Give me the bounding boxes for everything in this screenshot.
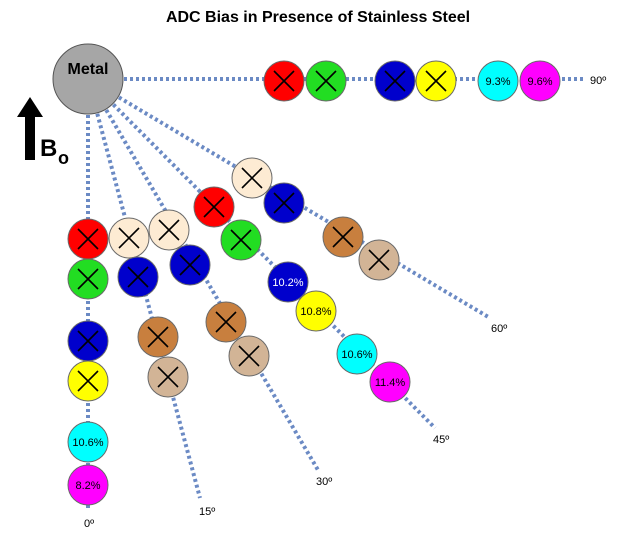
marker-90-blue — [374, 60, 416, 102]
x-mark-icon — [118, 227, 140, 249]
up-arrow-icon — [17, 97, 43, 160]
percent-label: 10.6% — [72, 437, 103, 449]
angle-label-0: 0º — [84, 518, 94, 530]
field-arrow — [17, 97, 43, 160]
percent-label: 8.2% — [75, 480, 100, 492]
metal-label: Metal — [68, 61, 109, 78]
marker-circle — [519, 60, 561, 102]
marker-circle — [477, 60, 519, 102]
angle-label-60: 60º — [491, 323, 507, 335]
marker-90-green — [305, 60, 347, 102]
marker-circle — [267, 261, 309, 303]
x-mark-icon — [230, 229, 252, 251]
angle-line-30 — [86, 77, 320, 472]
angle-label-15: 15º — [199, 506, 215, 518]
x-mark-icon — [127, 266, 149, 288]
marker-0-green — [67, 258, 109, 300]
x-mark-icon — [241, 167, 263, 189]
angle-label-90: 90º — [590, 75, 606, 87]
marker-circle — [369, 361, 411, 403]
field-subscript: o — [58, 148, 69, 168]
x-mark-icon — [158, 219, 180, 241]
marker-30-brown — [205, 301, 247, 343]
angle-lines — [86, 77, 585, 510]
x-mark-icon — [77, 268, 99, 290]
marker-90-magenta: 9.6% — [519, 60, 561, 102]
field-label: B — [40, 135, 57, 162]
marker-90-red — [263, 60, 305, 102]
marker-45-magenta: 11.4% — [369, 361, 411, 403]
marker-15-brown — [137, 316, 179, 358]
marker-circle — [67, 464, 109, 506]
x-mark-icon — [273, 70, 295, 92]
marker-15-tan — [147, 356, 189, 398]
x-mark-icon — [77, 370, 99, 392]
marker-45-blue-x — [263, 182, 305, 224]
marker-30-tan — [228, 335, 270, 377]
x-mark-icon — [157, 366, 179, 388]
marker-60-brown — [322, 216, 364, 258]
x-mark-icon — [315, 70, 337, 92]
marker-15-blue — [117, 256, 159, 298]
percent-label: 11.4% — [375, 377, 406, 389]
percent-label: 10.6% — [341, 349, 372, 361]
x-mark-icon — [179, 254, 201, 276]
x-mark-icon — [215, 311, 237, 333]
marker-circle — [295, 290, 337, 332]
percent-label: 9.3% — [485, 76, 510, 88]
metal-circle — [52, 43, 124, 115]
x-mark-icon — [368, 249, 390, 271]
marker-15-cream-b — [148, 209, 190, 251]
marker-60-tan — [358, 239, 400, 281]
x-mark-icon — [425, 70, 447, 92]
x-mark-icon — [203, 196, 225, 218]
marker-90-yellow — [415, 60, 457, 102]
x-mark-icon — [77, 228, 99, 250]
marker-0-yellow — [67, 360, 109, 402]
marker-circle — [67, 421, 109, 463]
x-mark-icon — [384, 70, 406, 92]
marker-30-red — [193, 186, 235, 228]
marker-45-yellow: 10.8% — [295, 290, 337, 332]
marker-15-cream-a — [108, 217, 150, 259]
marker-30-green — [220, 219, 262, 261]
x-mark-icon — [332, 226, 354, 248]
angle-label-45: 45º — [433, 434, 449, 446]
marker-0-blue — [67, 320, 109, 362]
percent-label: 9.6% — [527, 76, 552, 88]
diagram-title: ADC Bias in Presence of Stainless Steel — [166, 9, 470, 26]
x-mark-icon — [273, 192, 295, 214]
marker-30-blue — [169, 244, 211, 286]
marker-0-cyan: 10.6% — [67, 421, 109, 463]
percent-label: 10.2% — [272, 277, 303, 289]
marker-90-cyan: 9.3% — [477, 60, 519, 102]
x-mark-icon — [238, 345, 260, 367]
marker-0-magenta: 8.2% — [67, 464, 109, 506]
marker-0-red — [67, 218, 109, 260]
percent-label: 10.8% — [300, 306, 331, 318]
marker-circle — [336, 333, 378, 375]
sample-markers: 10.6% 8.2% 10.2% 10.8% 10.6% 11.4% 9.3% 9.6% — [67, 60, 561, 506]
x-mark-icon — [77, 330, 99, 352]
marker-45-cream — [231, 157, 273, 199]
angle-label-30: 30º — [316, 476, 332, 488]
x-mark-icon — [147, 326, 169, 348]
marker-45-cyan: 10.6% — [336, 333, 378, 375]
marker-45-blue: 10.2% — [267, 261, 309, 303]
